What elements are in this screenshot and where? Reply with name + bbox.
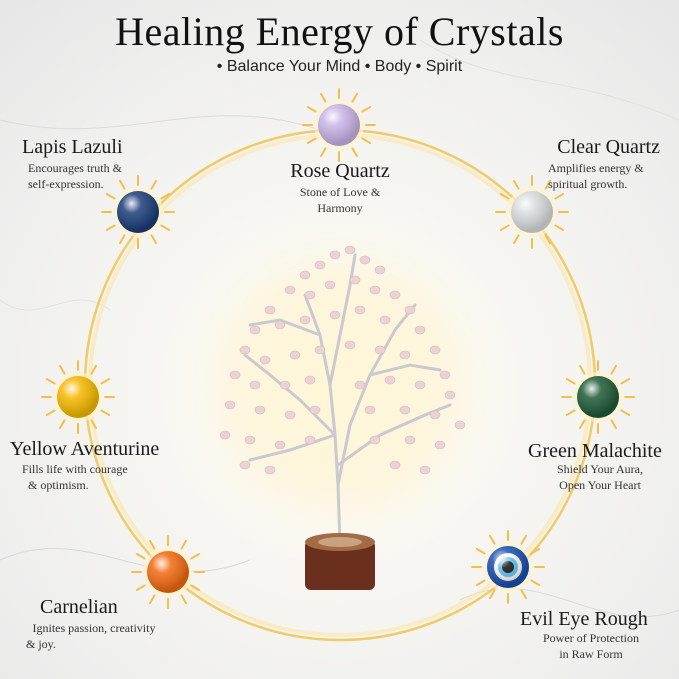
crystal-name-clear-quartz: Clear Quartz bbox=[557, 136, 660, 158]
crystal-name-yellow-aventurine: Yellow Aventurine bbox=[10, 438, 160, 460]
evil-eye-rough-orb bbox=[471, 530, 545, 604]
crystal-desc-yellow-aventurine: Fills life with courage & optimism. bbox=[22, 461, 192, 493]
crystal-name-evil-eye-rough: Evil Eye Rough bbox=[520, 608, 648, 630]
crystal-name-green-malachite: Green Malachite bbox=[528, 440, 662, 462]
desc-line: Fills life with courage bbox=[22, 462, 128, 476]
desc-line: Ignites passion, creativity bbox=[32, 621, 156, 635]
page-subtitle: • Balance Your Mind • Body • Spirit bbox=[216, 58, 463, 75]
page-title: Healing Energy of Crystals bbox=[115, 9, 564, 54]
crystal-name-lapis-lazuli: Lapis Lazuli bbox=[22, 136, 123, 158]
carnelian-orb bbox=[131, 535, 205, 609]
green-malachite-orb bbox=[561, 360, 635, 434]
desc-line: Harmony bbox=[317, 201, 363, 215]
desc-line: self-expression. bbox=[28, 177, 104, 191]
desc-line: & optimism. bbox=[28, 478, 89, 492]
crystal-tree bbox=[219, 245, 466, 590]
desc-line: Open Your Heart bbox=[559, 478, 641, 492]
crystal-desc-clear-quartz: Amplifies energy & spiritual growth. bbox=[548, 160, 678, 192]
desc-line: Encourages truth & bbox=[28, 161, 122, 175]
crystal-desc-green-malachite: Shield Your Aura, Open Your Heart bbox=[540, 461, 660, 493]
lapis-lazuli-orb bbox=[101, 175, 175, 249]
crystal-name-rose-quartz: Rose Quartz bbox=[290, 160, 390, 182]
crystal-name-carnelian: Carnelian bbox=[40, 596, 118, 618]
rose-quartz-orb bbox=[302, 88, 376, 162]
crystal-desc-evil-eye-rough: Power of Protection in Raw Form bbox=[526, 630, 656, 662]
yellow-aventurine-orb bbox=[41, 360, 115, 434]
crystal-desc-lapis-lazuli: Encourages truth & self-expression. bbox=[28, 160, 188, 192]
desc-line: Shield Your Aura, bbox=[556, 462, 643, 476]
desc-line: spiritual growth. bbox=[548, 177, 628, 191]
desc-line: in Raw Form bbox=[559, 647, 623, 661]
desc-line: & joy. bbox=[26, 637, 56, 651]
clear-quartz-orb bbox=[495, 175, 569, 249]
desc-line: Amplifies energy & bbox=[548, 161, 644, 175]
desc-line: Power of Protection bbox=[543, 631, 639, 645]
crystal-desc-rose-quartz: Stone of Love & Harmony bbox=[240, 184, 440, 216]
crystal-desc-carnelian: Ignites passion, creativity & joy. bbox=[14, 620, 174, 652]
desc-line: Stone of Love & bbox=[299, 185, 381, 199]
